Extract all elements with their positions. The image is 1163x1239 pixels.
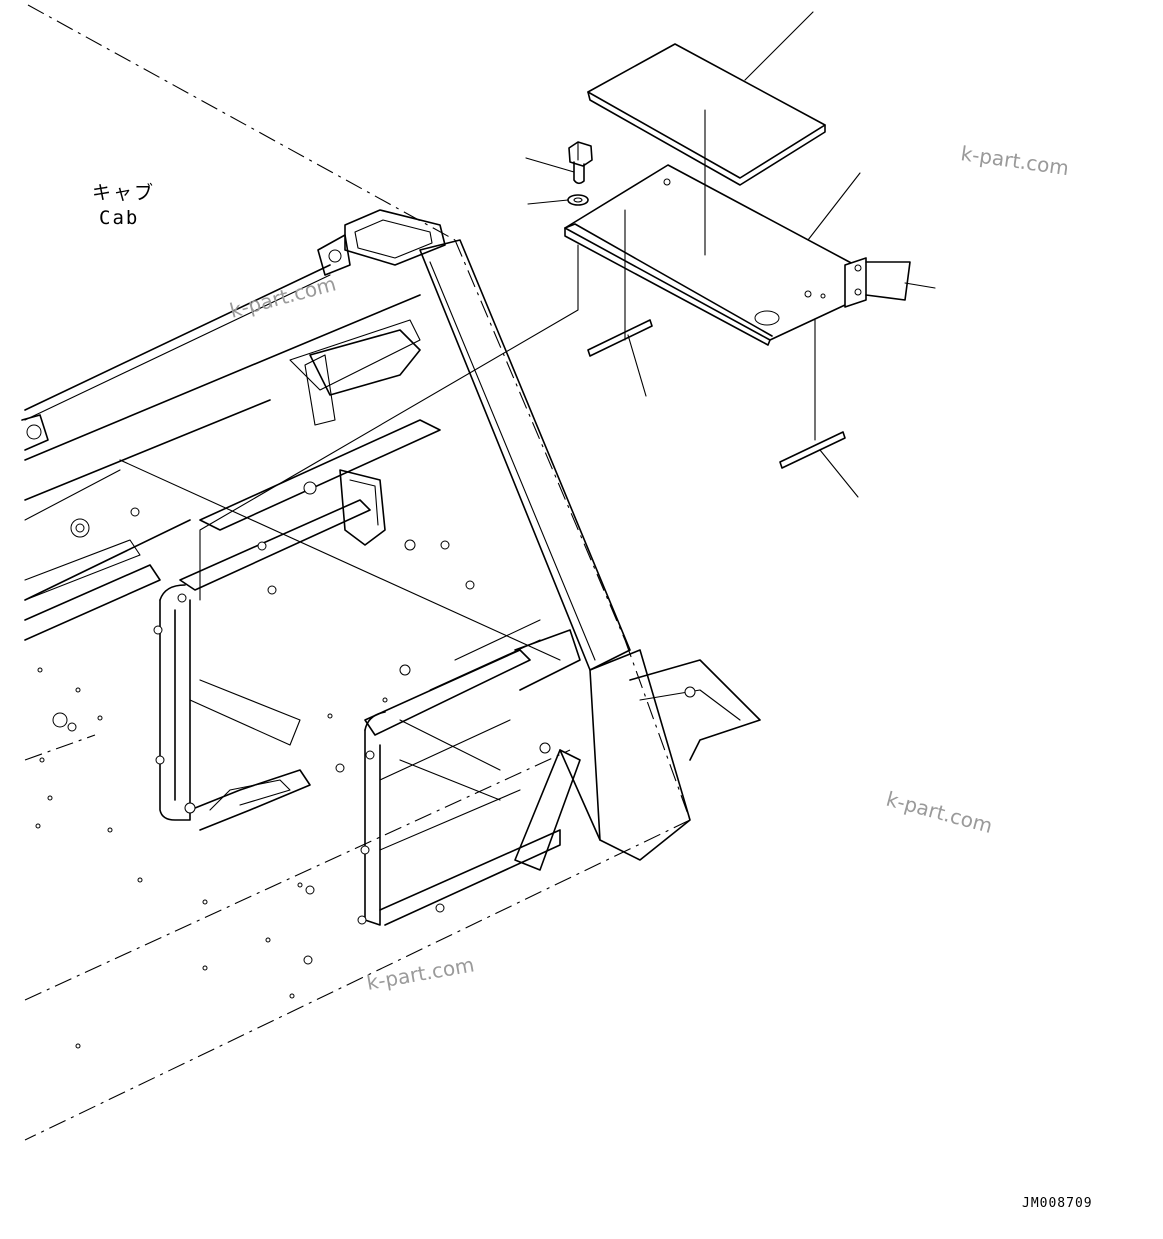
rubber-strip-left bbox=[587, 319, 653, 357]
cab-dashed-outline bbox=[24, 4, 691, 1141]
cab-frame bbox=[21, 209, 761, 1049]
cover-plate bbox=[587, 43, 826, 186]
rubber-strip-right bbox=[779, 431, 846, 469]
drawing-code: JM008709 bbox=[1022, 1196, 1093, 1211]
watermark: k-part.com bbox=[959, 141, 1070, 180]
cab-label-en: Cab bbox=[99, 207, 139, 229]
watermark: k-part.com bbox=[365, 952, 476, 995]
floor-holes bbox=[35, 667, 388, 1049]
bolt bbox=[568, 141, 593, 185]
cab-label-jp: キャブ bbox=[92, 181, 155, 204]
watermark: k-part.com bbox=[884, 787, 995, 838]
leader-lines bbox=[525, 11, 936, 498]
washer bbox=[567, 194, 589, 206]
assembly-lines bbox=[199, 109, 816, 601]
watermark: k-part.com bbox=[227, 271, 338, 322]
bracket-plate bbox=[564, 164, 911, 346]
